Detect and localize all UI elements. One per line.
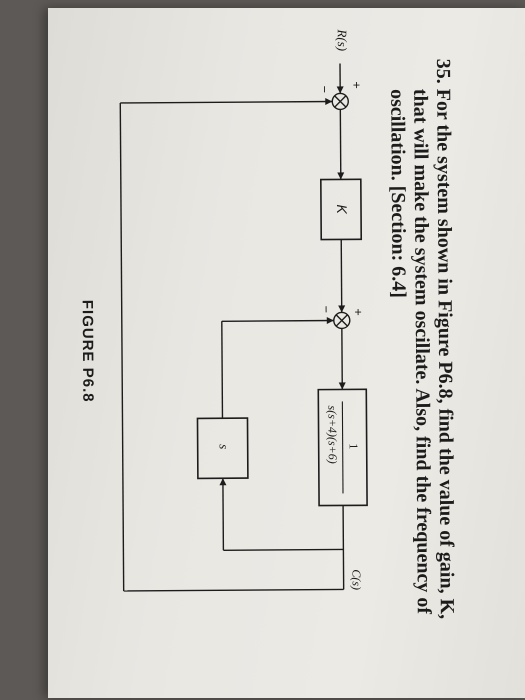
arrow-into-k — [337, 172, 345, 180]
paper-page — [48, 8, 525, 698]
output-label: C(s) — [349, 569, 364, 591]
inner-feedback-to-s — [222, 478, 225, 551]
outer-feedback-up — [120, 100, 333, 104]
inner-feedback-up — [221, 319, 334, 322]
arrow-into-s-block — [219, 478, 227, 486]
arrow-into-plant — [338, 382, 346, 390]
arrow-into-sum2 — [338, 305, 346, 313]
plant-fraction-bar — [341, 401, 344, 494]
link-k-to-sum2 — [340, 239, 343, 313]
arrow-up-sum2 — [326, 317, 334, 325]
outer-feedback-bottom — [119, 102, 125, 591]
sum2-minus-sign: − — [318, 305, 334, 314]
arrow-up-sum1 — [325, 98, 333, 106]
feedback-block-label: s — [216, 444, 232, 450]
sum1-minus-sign: − — [317, 85, 333, 94]
inner-feedback-down — [223, 548, 344, 551]
plant-denominator: s(s+4)(s+6) — [325, 405, 340, 464]
arrow-into-sum1 — [336, 86, 344, 94]
sum2-plus-sign: + — [350, 308, 366, 316]
inner-feedback-from-s — [221, 321, 224, 419]
plant-numerator: 1 — [346, 443, 361, 450]
gain-block-label: K — [333, 204, 351, 214]
rotated-textbook-content: 35. For the system shown in Figure P6.8,… — [60, 29, 464, 672]
sum1-plus-sign: + — [349, 81, 365, 89]
block-diagram — [119, 63, 368, 592]
outer-feedback-down — [123, 588, 344, 592]
input-label: R(s) — [334, 29, 350, 52]
output-line — [342, 505, 345, 590]
